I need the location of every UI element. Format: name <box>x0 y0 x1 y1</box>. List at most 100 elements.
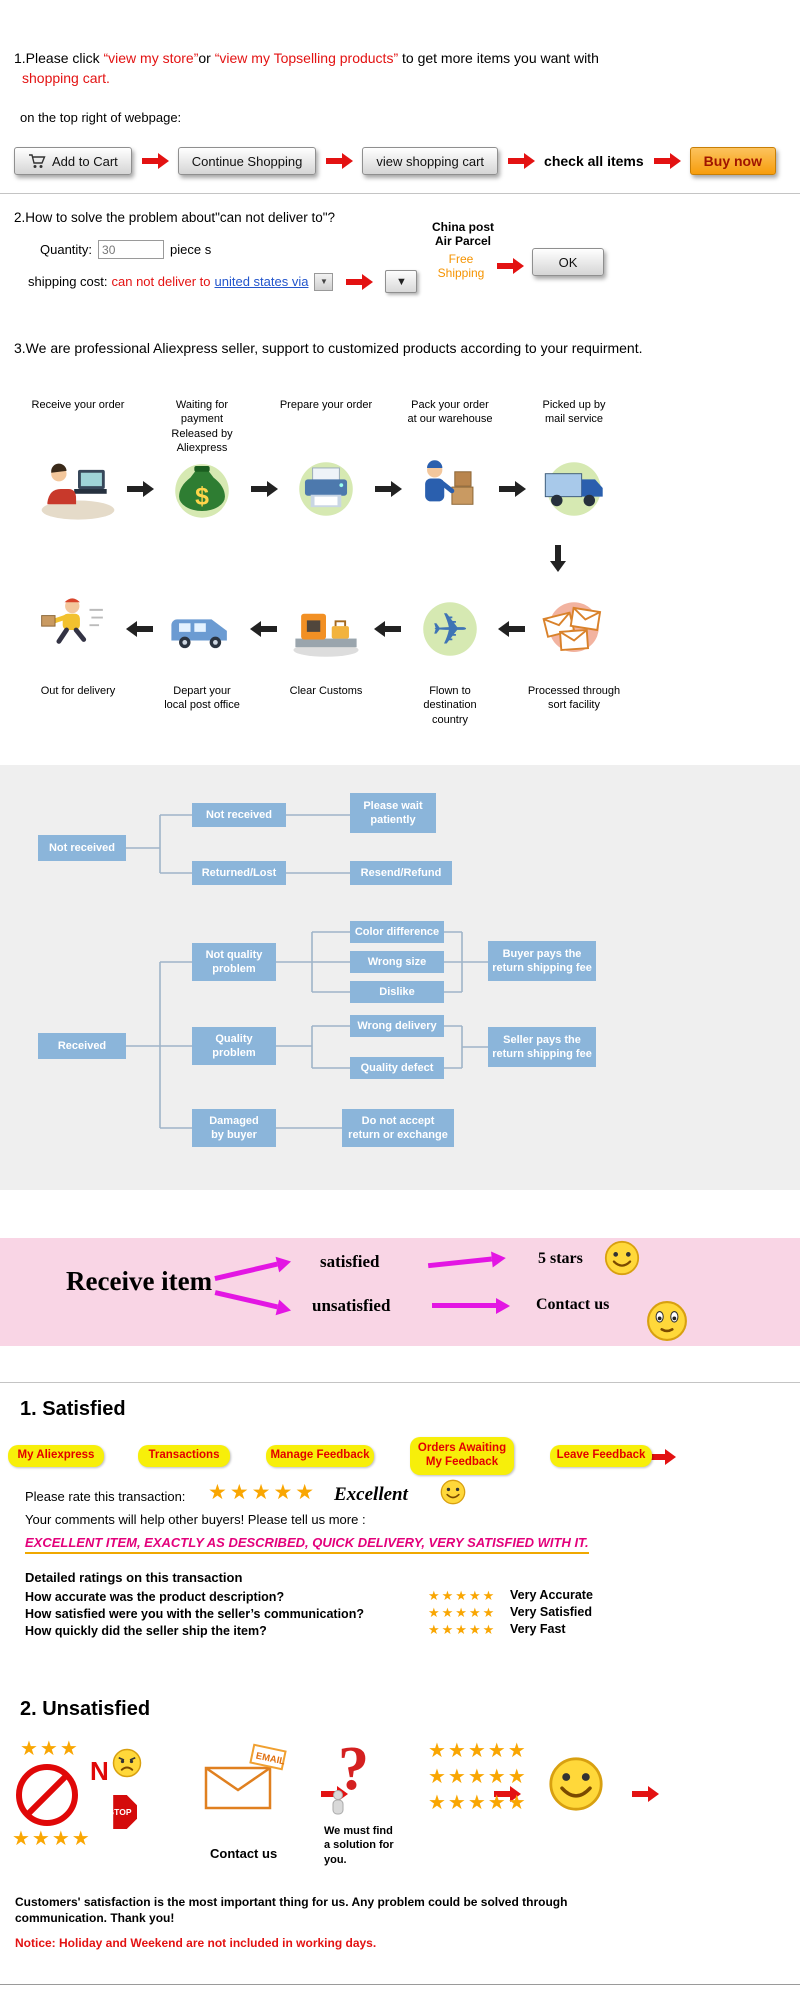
view-shopping-cart-button[interactable]: view shopping cart <box>362 147 499 175</box>
chevron-down-icon: ▼ <box>320 277 328 286</box>
nav-my-aliexpress[interactable]: My Aliexpress <box>8 1445 104 1467</box>
process-step-label: Picked up by mail service <box>542 399 606 426</box>
red-arrow-icon <box>507 153 536 169</box>
big-smiley-icon <box>548 1756 604 1817</box>
rating-stars[interactable]: ★★★★★ <box>428 1622 497 1637</box>
nav-manage-feedback[interactable]: Manage Feedback <box>266 1445 374 1467</box>
divider <box>0 1382 800 1383</box>
delivery-runner-icon <box>30 580 126 678</box>
section3-text: 3.We are professional Aliexpress seller,… <box>14 340 643 356</box>
stars-row: ★★★ <box>20 1738 80 1760</box>
process-step-label: Prepare your order <box>279 399 373 411</box>
flow-box-returned-lost: Returned/Lost <box>192 861 286 885</box>
feedback-highlight-text: EXCELLENT ITEM, EXACTLY AS DESCRIBED, QU… <box>25 1535 589 1554</box>
person-figure-icon <box>330 1790 346 1821</box>
stop-sign-label: STOP <box>108 1807 132 1817</box>
can-not-deliver-text: can not deliver to <box>111 274 211 289</box>
country-link[interactable]: united states via <box>214 274 309 289</box>
red-arrow-icon <box>493 1786 521 1802</box>
ok-button[interactable]: OK <box>532 248 604 276</box>
rating-question: How accurate was the product description… <box>25 1590 285 1604</box>
quantity-suffix: piece s <box>170 242 212 257</box>
post-van-icon <box>154 580 250 678</box>
order-process-diagram: Receive your order Waiting for payment R… <box>30 398 662 726</box>
n-letter: N <box>90 1756 109 1786</box>
add-to-cart-label: Add to Cart <box>52 153 118 169</box>
intro-paragraph: 1.Please click “view my store”or “view m… <box>14 48 780 89</box>
arrow-left-icon <box>498 621 526 637</box>
nav-orders-awaiting-feedback[interactable]: Orders Awaiting My Feedback <box>410 1437 514 1475</box>
feedback-highlight: EXCELLENT ITEM, EXACTLY AS DESCRIBED, QU… <box>25 1534 589 1554</box>
flow-box-not-quality-problem: Not quality problem <box>192 943 276 981</box>
topselling-link: “view my Topselling products” <box>214 50 399 66</box>
no-sign-icon <box>16 1764 78 1826</box>
buy-now-button[interactable]: Buy now <box>689 147 776 175</box>
footer-notice: Notice: Holiday and Weekend are not incl… <box>15 1936 377 1950</box>
add-to-cart-button[interactable]: Add to Cart <box>14 147 132 175</box>
rating-answer: Very Satisfied <box>510 1605 592 1619</box>
flow-box-damaged-by-buyer: Damaged by buyer <box>192 1109 276 1147</box>
rating-stars[interactable]: ★★★★★ <box>208 1481 318 1504</box>
divider <box>0 1984 800 1985</box>
unsatisfied-label: unsatisfied <box>312 1296 391 1315</box>
question-mark-icon: ? <box>338 1735 369 1803</box>
view-my-store-link: “view my store” <box>103 50 199 66</box>
flow-box-received-root: Received <box>38 1033 126 1059</box>
detailed-ratings-title: Detailed ratings on this transaction <box>25 1570 243 1585</box>
process-step-label: Depart your local post office <box>164 685 240 712</box>
prepare-order-icon <box>278 440 374 538</box>
quantity-input[interactable] <box>98 240 165 259</box>
flow-box-wait-patiently: Please wait patiently <box>350 793 436 833</box>
flow-box-quality-problem: Quality problem <box>192 1027 276 1065</box>
arrow-right-icon <box>250 481 278 497</box>
satisfied-heading: 1. Satisfied <box>20 1398 126 1420</box>
footer-text: Customers' satisfaction is the most impo… <box>15 1895 568 1926</box>
stars-row: ★★★★★ <box>428 1740 528 1762</box>
quantity-label: Quantity: <box>40 242 93 257</box>
contact-us-label: Contact us <box>536 1296 610 1313</box>
rating-question: How satisfied were you with the seller’s… <box>25 1607 364 1621</box>
svg-text:✈: ✈ <box>432 605 469 654</box>
magenta-arrow-icon <box>213 1253 295 1287</box>
contact-us-label: Contact us <box>210 1846 278 1861</box>
process-step-label: Processed through sort facility <box>527 685 621 712</box>
chevron-down-icon: ▼ <box>396 275 407 288</box>
excellent-label: Excellent <box>334 1484 408 1505</box>
shipping-method-dropdown[interactable]: ▼ <box>385 270 418 293</box>
airplane-icon: ✈ <box>402 580 498 678</box>
rating-stars[interactable]: ★★★★★ <box>428 1588 497 1603</box>
free-shipping-label: Free Shipping <box>437 252 485 280</box>
rating-stars[interactable]: ★★★★★ <box>428 1605 497 1620</box>
flow-box-color-difference: Color difference <box>350 921 444 943</box>
comments-help-label: Your comments will help other buyers! Pl… <box>25 1512 366 1527</box>
flow-box-dislike: Dislike <box>350 981 444 1003</box>
smiley-icon <box>440 1479 466 1510</box>
flow-box-wrong-size: Wrong size <box>350 951 444 973</box>
red-arrow-icon <box>631 1786 660 1802</box>
flow-box-not-received: Not received <box>192 803 286 827</box>
receive-order-icon <box>30 440 126 538</box>
country-dropdown[interactable]: ▼ <box>314 272 334 291</box>
arrow-left-icon <box>126 621 154 637</box>
process-top-labels: Receive your order Waiting for payment R… <box>30 398 662 454</box>
process-top-images: $ <box>30 440 662 538</box>
red-arrow-icon <box>648 1449 676 1465</box>
nav-leave-feedback[interactable]: Leave Feedback <box>550 1445 652 1467</box>
intro-text-3: to get more items you want with <box>398 50 599 66</box>
shopping-cart-text: shopping cart. <box>22 70 110 87</box>
process-step-label: Out for delivery <box>40 685 116 697</box>
stars-row: ★★★★★ <box>428 1766 528 1788</box>
intro-text-1: 1.Please click <box>14 50 104 66</box>
intro-line2: on the top right of webpage: <box>20 110 182 125</box>
satisfied-label: satisfied <box>320 1252 380 1271</box>
unsatisfied-heading: 2. Unsatisfied <box>20 1698 151 1720</box>
process-mid-gap <box>30 538 662 580</box>
flow-box-resend-refund: Resend/Refund <box>350 861 452 885</box>
nav-transactions[interactable]: Transactions <box>138 1445 230 1467</box>
arrow-down-icon <box>550 544 566 572</box>
wide-eye-smiley-icon <box>646 1300 688 1347</box>
continue-shopping-button[interactable]: Continue Shopping <box>177 147 317 175</box>
svg-text:$: $ <box>195 482 209 510</box>
payment-icon: $ <box>154 440 250 538</box>
shipping-cost-label: shipping cost: <box>28 274 108 289</box>
